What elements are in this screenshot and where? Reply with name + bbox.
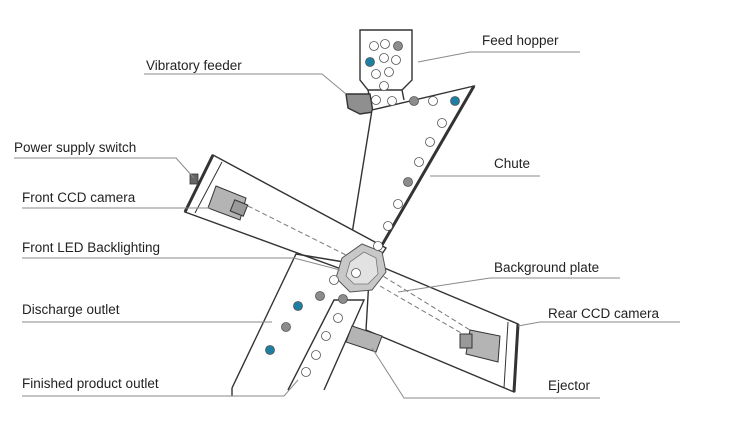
leader-front-led-backlighting (22, 257, 341, 271)
particles (265, 39, 460, 377)
label-front-led-backlighting: Front LED Backlighting (22, 240, 160, 255)
leader-vibratory-feeder (144, 73, 347, 95)
rear-ccd-camera (459, 329, 501, 363)
label-front-ccd-camera: Front CCD camera (22, 190, 136, 205)
label-background-plate: Background plate (494, 260, 599, 275)
leader-rear-ccd-camera (517, 321, 680, 327)
finished-product-outlet-shape (287, 299, 366, 391)
front-ccd-camera (207, 185, 249, 221)
label-vibratory-feeder: Vibratory feeder (146, 58, 242, 73)
chute-rail (376, 85, 476, 253)
leader-ejector (371, 347, 600, 399)
light-core (335, 243, 387, 293)
leader-lines (14, 51, 680, 399)
leader-feed-hopper (417, 51, 580, 63)
leader-power-supply-switch (14, 157, 195, 179)
leader-background-plate (397, 277, 620, 293)
optical-paths (247, 205, 471, 339)
label-feed-hopper: Feed hopper (482, 33, 559, 48)
label-finished-product-outlet: Finished product outlet (22, 376, 159, 391)
label-power-supply-switch: Power supply switch (14, 140, 136, 155)
ejector (345, 325, 383, 353)
discharge-outlet-shape (231, 253, 345, 389)
vibratory-feeder (345, 93, 374, 115)
leader-finished-product-outlet (22, 379, 299, 397)
labels: Feed hopper Vibratory feeder Power suppl… (14, 33, 660, 393)
power-supply-switch (189, 173, 199, 185)
label-rear-ccd-camera: Rear CCD camera (548, 306, 660, 321)
machine-outline (183, 29, 520, 396)
label-chute: Chute (494, 156, 530, 171)
label-ejector: Ejector (548, 378, 591, 393)
label-discharge-outlet: Discharge outlet (22, 302, 120, 317)
rear-housing (365, 260, 519, 394)
